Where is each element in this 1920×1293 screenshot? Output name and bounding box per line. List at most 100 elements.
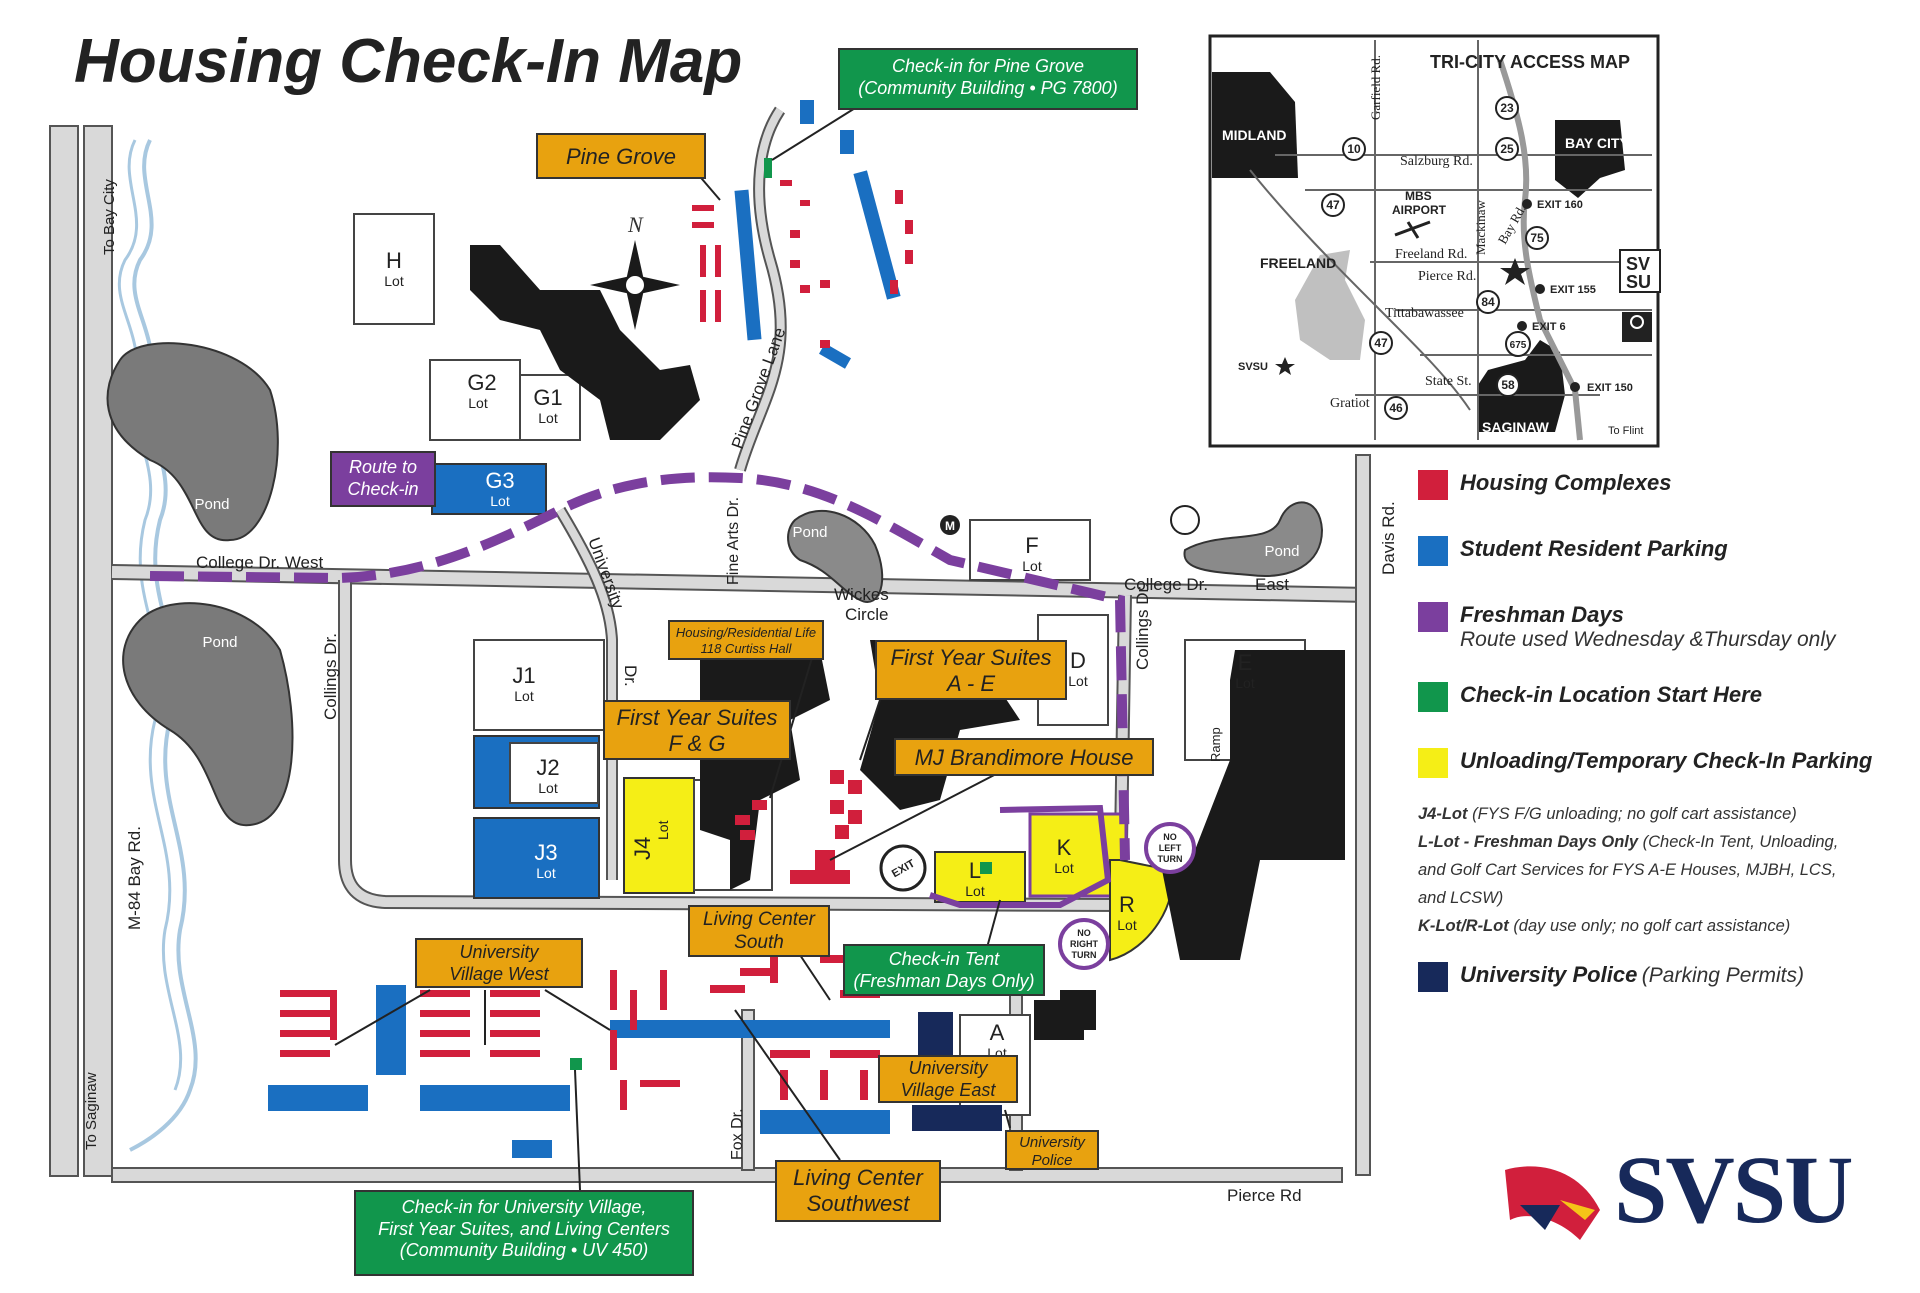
davis-road [1355, 454, 1371, 1176]
parking-uvw [376, 985, 406, 1075]
road-gratiot: Gratiot [1330, 396, 1370, 411]
svg-text:Lot: Lot [1068, 673, 1088, 689]
exit-sign-icon [879, 844, 927, 892]
svg-text:Lot: Lot [468, 395, 488, 411]
building-east [1160, 650, 1345, 960]
svg-text:Lot: Lot [536, 865, 556, 881]
metro-icon [940, 515, 960, 535]
road-freeland: Freeland Rd. [1395, 247, 1467, 262]
legend-swatch [1418, 962, 1448, 992]
no-right-turn-icon [1058, 918, 1110, 970]
l-lot [934, 851, 1026, 903]
police-building [912, 1105, 1002, 1131]
inset-shields: 23 10 25 47 75 84 47 675 58 46 [1321, 96, 1549, 420]
housing-pine-grove [692, 180, 913, 348]
no-right-3: TURN [1072, 950, 1097, 960]
parking-uv3 [512, 1140, 552, 1158]
svg-text:To Saginaw: To Saginaw [83, 1072, 100, 1150]
svg-text:Lot: Lot [514, 688, 534, 704]
creek-branch [117, 139, 183, 1091]
building-small-b [1060, 990, 1096, 1030]
parking-uv2 [420, 1085, 570, 1111]
city-midland: MIDLAND [1222, 127, 1287, 143]
callout-route-checkin: Route to Check-in [330, 451, 436, 507]
inset-title: TRI-CITY ACCESS MAP [1430, 52, 1630, 72]
road-labels: To Bay City To Saginaw M-84 Bay Rd. Coll… [83, 179, 1398, 1205]
svg-text:M-84 Bay Rd.: M-84 Bay Rd. [125, 826, 144, 930]
svg-text:A: A [990, 1020, 1005, 1045]
city-freeland: FREELAND [1260, 255, 1336, 271]
checkin-marker-tent [980, 862, 992, 874]
svsu-mini-b: SU [1626, 272, 1651, 292]
svsu-logo: SVSU [1614, 1136, 1853, 1243]
legend-unloading: Unloading/Temporary Check-In Parking [1418, 748, 1918, 778]
svsu-star-small-icon [1275, 357, 1295, 375]
callout-uv-west: University Village West [415, 938, 583, 988]
compass-n: N [627, 212, 644, 237]
svg-text:Collings Dr.: Collings Dr. [321, 633, 340, 720]
road-to-flint: To Flint [1608, 425, 1643, 437]
cardinal-logo-icon [1505, 1166, 1600, 1240]
svg-text:G2: G2 [467, 370, 496, 395]
road-garfield: Garfield Rd. [1368, 55, 1383, 120]
fox-dr [741, 1009, 755, 1171]
j4-lot-word: Lot [655, 820, 671, 840]
svg-text:Lot: Lot [384, 273, 404, 289]
svg-text:Pond: Pond [792, 524, 827, 541]
svg-text:R: R [1119, 892, 1135, 917]
parking-pg2 [853, 170, 901, 300]
legend-police: University Police (Parking Permits) [1418, 962, 1918, 992]
svg-text:D: D [1070, 648, 1086, 673]
city-svsu: SVSU [1238, 361, 1268, 373]
j3-lot [473, 817, 600, 899]
airport-a: MBS [1405, 189, 1432, 203]
svg-text:47: 47 [1326, 198, 1340, 212]
svg-text:G1: G1 [533, 385, 562, 410]
svg-text:Pond: Pond [194, 496, 229, 513]
metro-label: M [945, 519, 955, 533]
no-left-1: NO [1163, 832, 1177, 842]
checkin-marker-uv [570, 1058, 582, 1070]
svg-text:Lot: Lot [965, 883, 985, 899]
pine-grove-lane-fill [736, 107, 785, 472]
svsu-mini-logo [1619, 249, 1661, 293]
svg-text:Wickes: Wickes [834, 585, 889, 604]
road-tittabawassee: Tittabawassee [1385, 306, 1464, 321]
pond-sw [122, 602, 294, 827]
svg-text:Lot: Lot [1117, 917, 1137, 933]
legend-swatch [1418, 602, 1448, 632]
callout-uv-checkin: Check-in for University Village, First Y… [354, 1190, 694, 1276]
no-left-turn-icon [1144, 822, 1196, 874]
parking-pg3 [800, 100, 814, 124]
university-dr-fill [556, 507, 616, 880]
m84-road [49, 125, 79, 1177]
housing-fys [735, 770, 862, 884]
j4-label: J4 [630, 837, 655, 860]
svg-text:E: E [1238, 650, 1253, 675]
svg-text:K: K [1057, 835, 1072, 860]
svg-text:Lot: Lot [1054, 860, 1074, 876]
g2-lot [429, 359, 521, 441]
svg-text:EXIT 150: EXIT 150 [1587, 382, 1633, 394]
housing-uv-west [280, 970, 680, 1110]
checkin-marker-pg [764, 158, 772, 178]
parking-lcsw [760, 1110, 890, 1134]
svg-text:Pond: Pond [202, 634, 237, 651]
svg-text:Ramp: Ramp [1208, 727, 1223, 762]
svg-text:East: East [1255, 575, 1289, 594]
callout-fys-fg: First Year Suites F & G [603, 700, 791, 760]
callout-lc-south: Living Center South [688, 905, 830, 957]
parking-uv1 [268, 1085, 368, 1111]
building-curtiss [470, 245, 700, 440]
callout-univ-police: University Police [1005, 1130, 1099, 1170]
callout-checkin-tent: Check-in Tent (Freshman Days Only) [843, 944, 1045, 996]
svg-text:10: 10 [1347, 142, 1361, 156]
svg-text:Davis Rd.: Davis Rd. [1379, 501, 1398, 575]
pond-east [1183, 501, 1324, 577]
parking-pg1 [734, 189, 762, 341]
city-bay-city: BAY CITY [1565, 135, 1629, 151]
callout-leaders [334, 104, 1011, 1191]
svg-text:EXIT 160: EXIT 160 [1537, 199, 1583, 211]
callout-housing-life: Housing/Residential Life 118 Curtiss Hal… [668, 620, 824, 660]
